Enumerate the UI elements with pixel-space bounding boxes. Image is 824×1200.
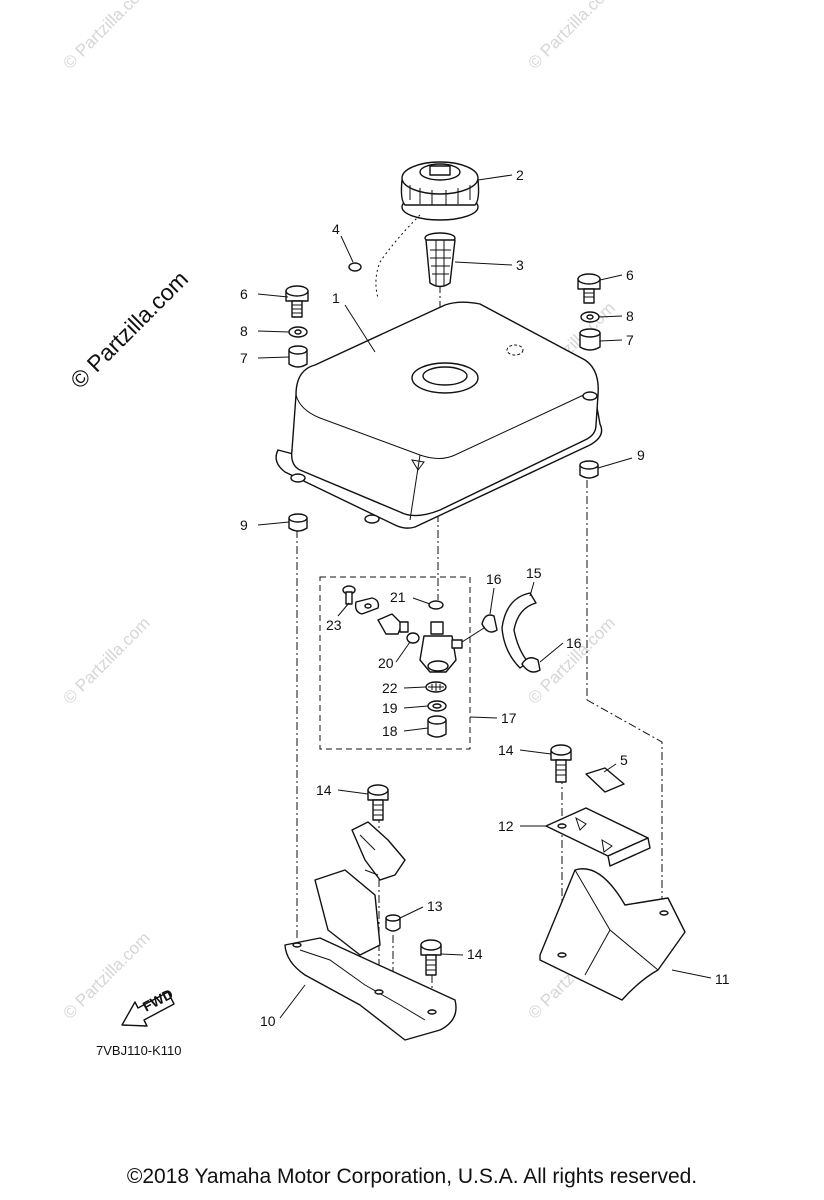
grommet-right-part — [579, 328, 601, 351]
bolt-14a-part — [550, 744, 572, 783]
watermark-text: © Partzilla.com — [524, 0, 618, 73]
watermarks: © Partzilla.com © Partzilla.com © Partzi… — [59, 0, 618, 1023]
callout-11: 11 — [715, 971, 730, 987]
callout-2: 2 — [516, 167, 524, 183]
callout-4: 4 — [332, 221, 340, 237]
plate-part — [585, 767, 625, 793]
callout-14-middle: 14 — [316, 782, 332, 798]
fuel-strainer-part — [424, 232, 456, 288]
callout-6-right: 6 — [626, 267, 634, 283]
callout-labels: 2 3 4 1 6 8 7 6 8 7 9 9 21 16 15 23 20 1… — [240, 167, 730, 1029]
callout-9-left: 9 — [240, 517, 248, 533]
bolt-14c-part — [420, 939, 442, 976]
diagram-code: 7VBJ110-K110 — [96, 1043, 182, 1058]
fuel-cock-lever-part — [377, 613, 409, 635]
sediment-cup-part — [427, 715, 447, 738]
watermark-text: © Partzilla.com — [59, 0, 153, 73]
left-stay-base-part — [284, 937, 457, 1041]
callout-14-lower: 14 — [467, 946, 483, 962]
hose-clip-lower-part — [521, 657, 541, 673]
washer-right-part — [580, 311, 600, 323]
chain-washer-part — [348, 262, 362, 272]
callout-1: 1 — [332, 290, 340, 306]
callout-12: 12 — [498, 818, 514, 834]
o-ring-top-part — [428, 600, 444, 610]
callout-7-right: 7 — [626, 332, 634, 348]
callout-7-left: 7 — [240, 350, 248, 366]
callout-23: 23 — [326, 617, 342, 633]
o-ring-part — [406, 632, 420, 644]
right-stay-part — [539, 868, 686, 1001]
collar-right-part — [579, 460, 599, 479]
callout-19: 19 — [382, 700, 398, 716]
callout-9-right: 9 — [637, 447, 645, 463]
bolt-right-part — [577, 273, 601, 304]
callout-22: 22 — [382, 680, 398, 696]
screw-plate-part — [342, 585, 380, 615]
grommet-left-part — [288, 345, 308, 368]
callout-10: 10 — [260, 1013, 276, 1029]
callout-17: 17 — [501, 710, 517, 726]
callout-21: 21 — [390, 589, 406, 605]
fuel-cap-part — [400, 161, 480, 221]
callout-6-left: 6 — [240, 286, 248, 302]
forward-arrow-icon: FWD — [121, 986, 176, 1027]
callout-5: 5 — [620, 752, 628, 768]
callout-16-lower: 16 — [566, 635, 582, 651]
washer-left-part — [288, 326, 308, 338]
gasket-part — [427, 700, 447, 712]
callout-16-upper: 16 — [486, 571, 502, 587]
bolt-14b-part — [367, 784, 389, 821]
copyright-notice: ©2018 Yamaha Motor Corporation, U.S.A. A… — [126, 1165, 698, 1188]
callout-14-upper: 14 — [498, 742, 514, 758]
fuel-cock-assembly-box — [319, 576, 471, 750]
callout-20: 20 — [378, 655, 394, 671]
callout-8-left: 8 — [240, 323, 248, 339]
callout-13: 13 — [427, 898, 443, 914]
filter-screen-part — [425, 681, 447, 693]
watermark-text-prominent: © Partzilla.com — [65, 266, 193, 394]
fuel-tank-part — [275, 301, 603, 529]
fuel-cock-body-part — [419, 621, 463, 673]
hose-clip-upper-part — [481, 614, 498, 633]
collar-left-part — [288, 513, 308, 532]
bolt-left-part — [285, 285, 309, 318]
fuel-hose-part — [461, 592, 537, 669]
callout-18: 18 — [382, 723, 398, 739]
callout-8-right: 8 — [626, 308, 634, 324]
leader-lines — [257, 174, 712, 1019]
assembly-lines — [296, 285, 663, 1005]
callout-3: 3 — [516, 257, 524, 273]
bracket-part — [545, 807, 651, 867]
cap-chain — [375, 214, 421, 299]
left-stay-part — [314, 821, 406, 956]
grommet-13-part — [385, 914, 401, 932]
callout-15: 15 — [526, 565, 542, 581]
watermark-text: © Partzilla.com — [59, 613, 153, 707]
